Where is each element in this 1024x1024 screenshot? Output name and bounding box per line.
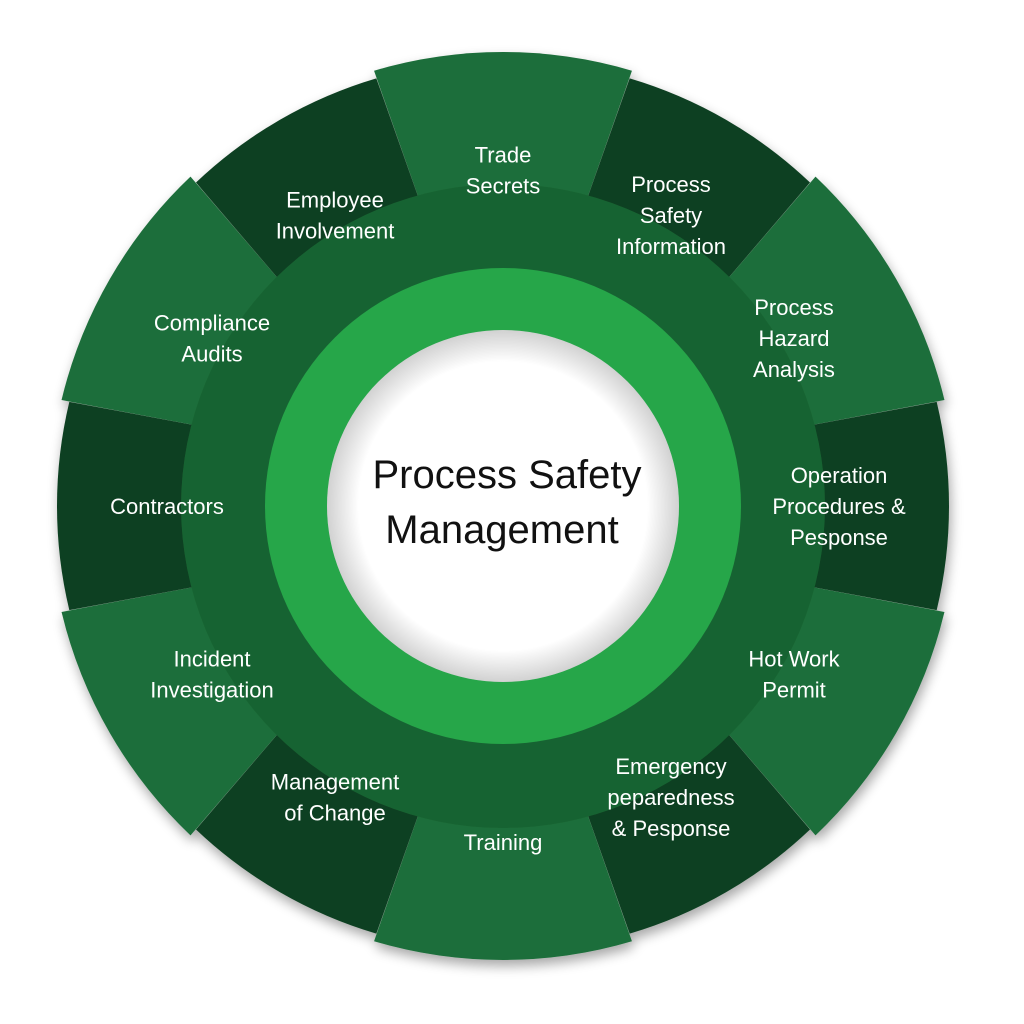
- center-title-line-1: Process Safety: [372, 453, 641, 497]
- segment-label-6: Emergency peparedness & Pesponse: [607, 754, 734, 841]
- segment-label-line: Analysis: [753, 357, 835, 382]
- segment-label-line: Procedures &: [772, 494, 906, 519]
- wheel: [57, 51, 950, 960]
- segment-label-line: Employee: [286, 188, 384, 213]
- segment-label-10: Contractors: [110, 494, 224, 519]
- segment-label-line: Process: [754, 295, 833, 320]
- segment-label-8: Management of Change: [271, 769, 399, 825]
- segment-label-line: & Pesponse: [612, 816, 731, 841]
- segment-1: [374, 51, 632, 221]
- segment-label-line: Permit: [762, 678, 826, 703]
- segment-label-line: Compliance: [154, 311, 270, 336]
- segment-label-7: Training: [464, 830, 543, 855]
- segment-label-line: peparedness: [607, 785, 734, 810]
- segment-label-line: Trade: [475, 143, 532, 168]
- segment-label-line: Contractors: [110, 494, 224, 519]
- segment-label-line: Incident: [173, 647, 250, 672]
- segment-label-line: Hot Work: [748, 647, 840, 672]
- segment-label-line: Hazard: [759, 326, 830, 351]
- segment-7: [374, 791, 632, 960]
- segment-label-line: Training: [464, 830, 543, 855]
- segment-label-line: Involvement: [276, 219, 395, 244]
- segment-label-line: Information: [616, 234, 726, 259]
- segment-label-line: Management: [271, 769, 399, 794]
- center-shade: [327, 330, 679, 682]
- center-title-line-2: Management: [385, 508, 618, 552]
- segment-4: [788, 401, 950, 611]
- segment-10: [57, 401, 218, 611]
- segment-label-line: Operation: [791, 463, 888, 488]
- segment-label-line: Investigation: [150, 678, 274, 703]
- segment-label-line: Process: [631, 172, 710, 197]
- segment-label-line: Pesponse: [790, 525, 888, 550]
- segment-label-line: Audits: [181, 342, 242, 367]
- segment-label-line: Secrets: [466, 174, 541, 199]
- segment-label-line: Safety: [640, 203, 702, 228]
- segment-label-line: of Change: [284, 800, 386, 825]
- segment-label-line: Emergency: [615, 754, 726, 779]
